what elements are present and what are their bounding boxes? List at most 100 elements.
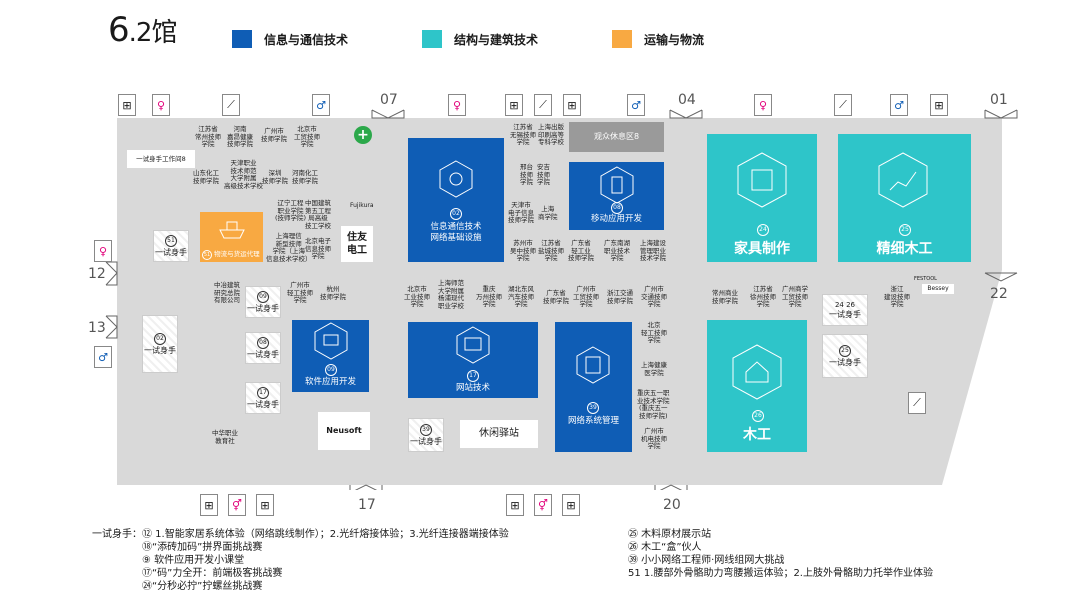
- area-name: 精细木工: [876, 241, 933, 257]
- school-label: 上海建设 管理职业 技术学院: [640, 239, 666, 262]
- school-label: 中冶建筑 研究总院 有限公司: [214, 281, 240, 304]
- network-hex-icon: [439, 160, 473, 198]
- school-label: 浙江交通 技师学院: [607, 289, 633, 305]
- school-label: 北京市 工业技师 学院: [404, 285, 430, 308]
- school-label: 广州市 轻工技师 学院: [287, 281, 313, 304]
- school-label: 天津市 电子信息 技师学院: [508, 201, 534, 224]
- female-restroom-icon: ♀: [94, 240, 112, 262]
- elevator-icon: ⊞: [505, 94, 523, 116]
- school-label: 中国建筑 第五工程 局高级 技工学校: [305, 199, 331, 230]
- try-box-label: 一试身手: [247, 399, 279, 409]
- school-label: 河南化工 技师学院: [292, 169, 318, 185]
- female-restroom-icon: ♀: [754, 94, 772, 116]
- area-label: 51 物流与货运代理: [202, 248, 262, 260]
- area-number: 09: [325, 364, 337, 376]
- try-box-label: 一试身手: [247, 349, 279, 359]
- school-label: 重庆 万州技师 学院: [476, 285, 502, 308]
- area-number: 17: [467, 370, 479, 382]
- elevator-icon: ⊞: [930, 94, 948, 116]
- area-number: 39: [587, 402, 599, 414]
- male-restroom-icon: ♂: [94, 346, 112, 368]
- sumitomo-booth: 住友 电工: [341, 226, 373, 262]
- school-label: 上海 商学院: [538, 205, 558, 221]
- area-number: 51: [202, 250, 212, 260]
- school-label: 广东省 轻工业 技师学院: [568, 239, 594, 262]
- school-label: 广州市 工贸技师 学院: [573, 285, 599, 308]
- area-number: 26: [752, 410, 764, 422]
- notes-prefix: 一试身手：: [92, 529, 142, 540]
- legend-label: 结构与建筑技术: [454, 32, 539, 47]
- door-20: 20: [663, 497, 681, 513]
- door-22: 22: [990, 286, 1008, 302]
- area-name: 木工: [743, 427, 771, 443]
- note-line: ㊴ 小小网络工程师·网线组网大挑战: [628, 555, 785, 566]
- furniture-hex-icon: [737, 152, 787, 208]
- area-network-system: 39 网络系统管理: [555, 322, 632, 452]
- escalator-icon: ⟋: [534, 94, 552, 116]
- area-mobile-app: 08 移动应用开发: [569, 162, 664, 230]
- restroom-icon: ⚥: [534, 494, 552, 516]
- try-box-number: 02: [154, 332, 166, 345]
- legend-swatch: [612, 30, 632, 48]
- elevator-icon: ⊞: [506, 494, 524, 516]
- school-label: 江苏省 常州技师 学院: [195, 125, 221, 148]
- legend-item-ict: 信息与通信技术: [232, 30, 348, 48]
- legend-swatch: [232, 30, 252, 48]
- try-box-number: 08: [257, 336, 269, 349]
- school-label: 天津职业 技术师范 大学附属 高级技术学校: [224, 159, 263, 190]
- try-box-number: 25: [839, 344, 851, 357]
- area-carpentry: 26 木工: [707, 320, 807, 452]
- door-01: 01: [990, 92, 1008, 108]
- try-box-label: 一试身手: [247, 303, 279, 313]
- school-label: 上海健康 医学院: [641, 361, 667, 377]
- joinery-hex-icon: [878, 152, 928, 208]
- area-number: 25: [899, 224, 911, 236]
- area-name: 家具制作: [734, 241, 790, 257]
- female-restroom-icon: ♀: [152, 94, 170, 116]
- school-label: 广州市 机电技师 学院: [641, 427, 667, 450]
- area-name: 网站技术: [455, 383, 490, 393]
- escalator-icon: ⟋: [908, 392, 926, 414]
- school-label: 江苏省 盐城技师 学院: [538, 239, 564, 262]
- school-label: 广州商学 工贸技师 学院: [782, 285, 808, 308]
- school-label: 上海师范 大学附属 杨浦现代 职业学校: [438, 279, 464, 310]
- fujikura-label: Fujikura: [350, 202, 374, 209]
- legend-label: 运输与物流: [644, 32, 705, 47]
- try-box-number: 24 26: [834, 300, 856, 309]
- elevator-icon: ⊞: [256, 494, 274, 516]
- school-label: 辽宁工程 职业学院 (技师学院): [275, 199, 307, 222]
- try-box-number: 17: [257, 386, 269, 399]
- female-restroom-icon: ♀: [448, 94, 466, 116]
- software-hex-icon: [314, 322, 348, 360]
- note-line: ㉕ 木料原材展示站: [628, 529, 712, 540]
- door-04: 04: [678, 92, 696, 108]
- school-label: 北京 轻工技师 学院: [641, 321, 667, 344]
- try-box-number: 09: [257, 290, 269, 303]
- area-name: 物流与货运代理: [214, 250, 260, 258]
- try-box-label: 一试身手: [829, 309, 861, 319]
- area-web-tech: 17 网站技术: [408, 322, 538, 398]
- note-line: ⑨ 软件应用开发小课堂: [142, 555, 245, 566]
- school-label: 北京市 工贸技师 学院: [294, 125, 320, 148]
- note-line: ⑰“码”力全开：前端极客挑战赛: [142, 568, 283, 579]
- school-label: 常州商业 技师学院: [712, 289, 738, 305]
- rest-area-8: 观众休息区8: [569, 122, 664, 152]
- area-joinery: 25 精细木工: [838, 134, 971, 262]
- area-number: 02: [450, 208, 462, 220]
- school-label: 广东省 技师学院: [543, 289, 569, 305]
- area-name: 移动应用开发: [590, 214, 642, 224]
- elevator-icon: ⊞: [118, 94, 136, 116]
- school-label: 江苏省 无锡技师 学院: [510, 123, 536, 146]
- school-label: 安吉 技师 学院: [537, 163, 550, 186]
- try-workroom-8: 一试身手工作间8: [127, 150, 195, 168]
- school-label: 上海理信 新型技师 学院（上海 信息技术学校）: [266, 232, 312, 263]
- male-restroom-icon: ♂: [890, 94, 908, 116]
